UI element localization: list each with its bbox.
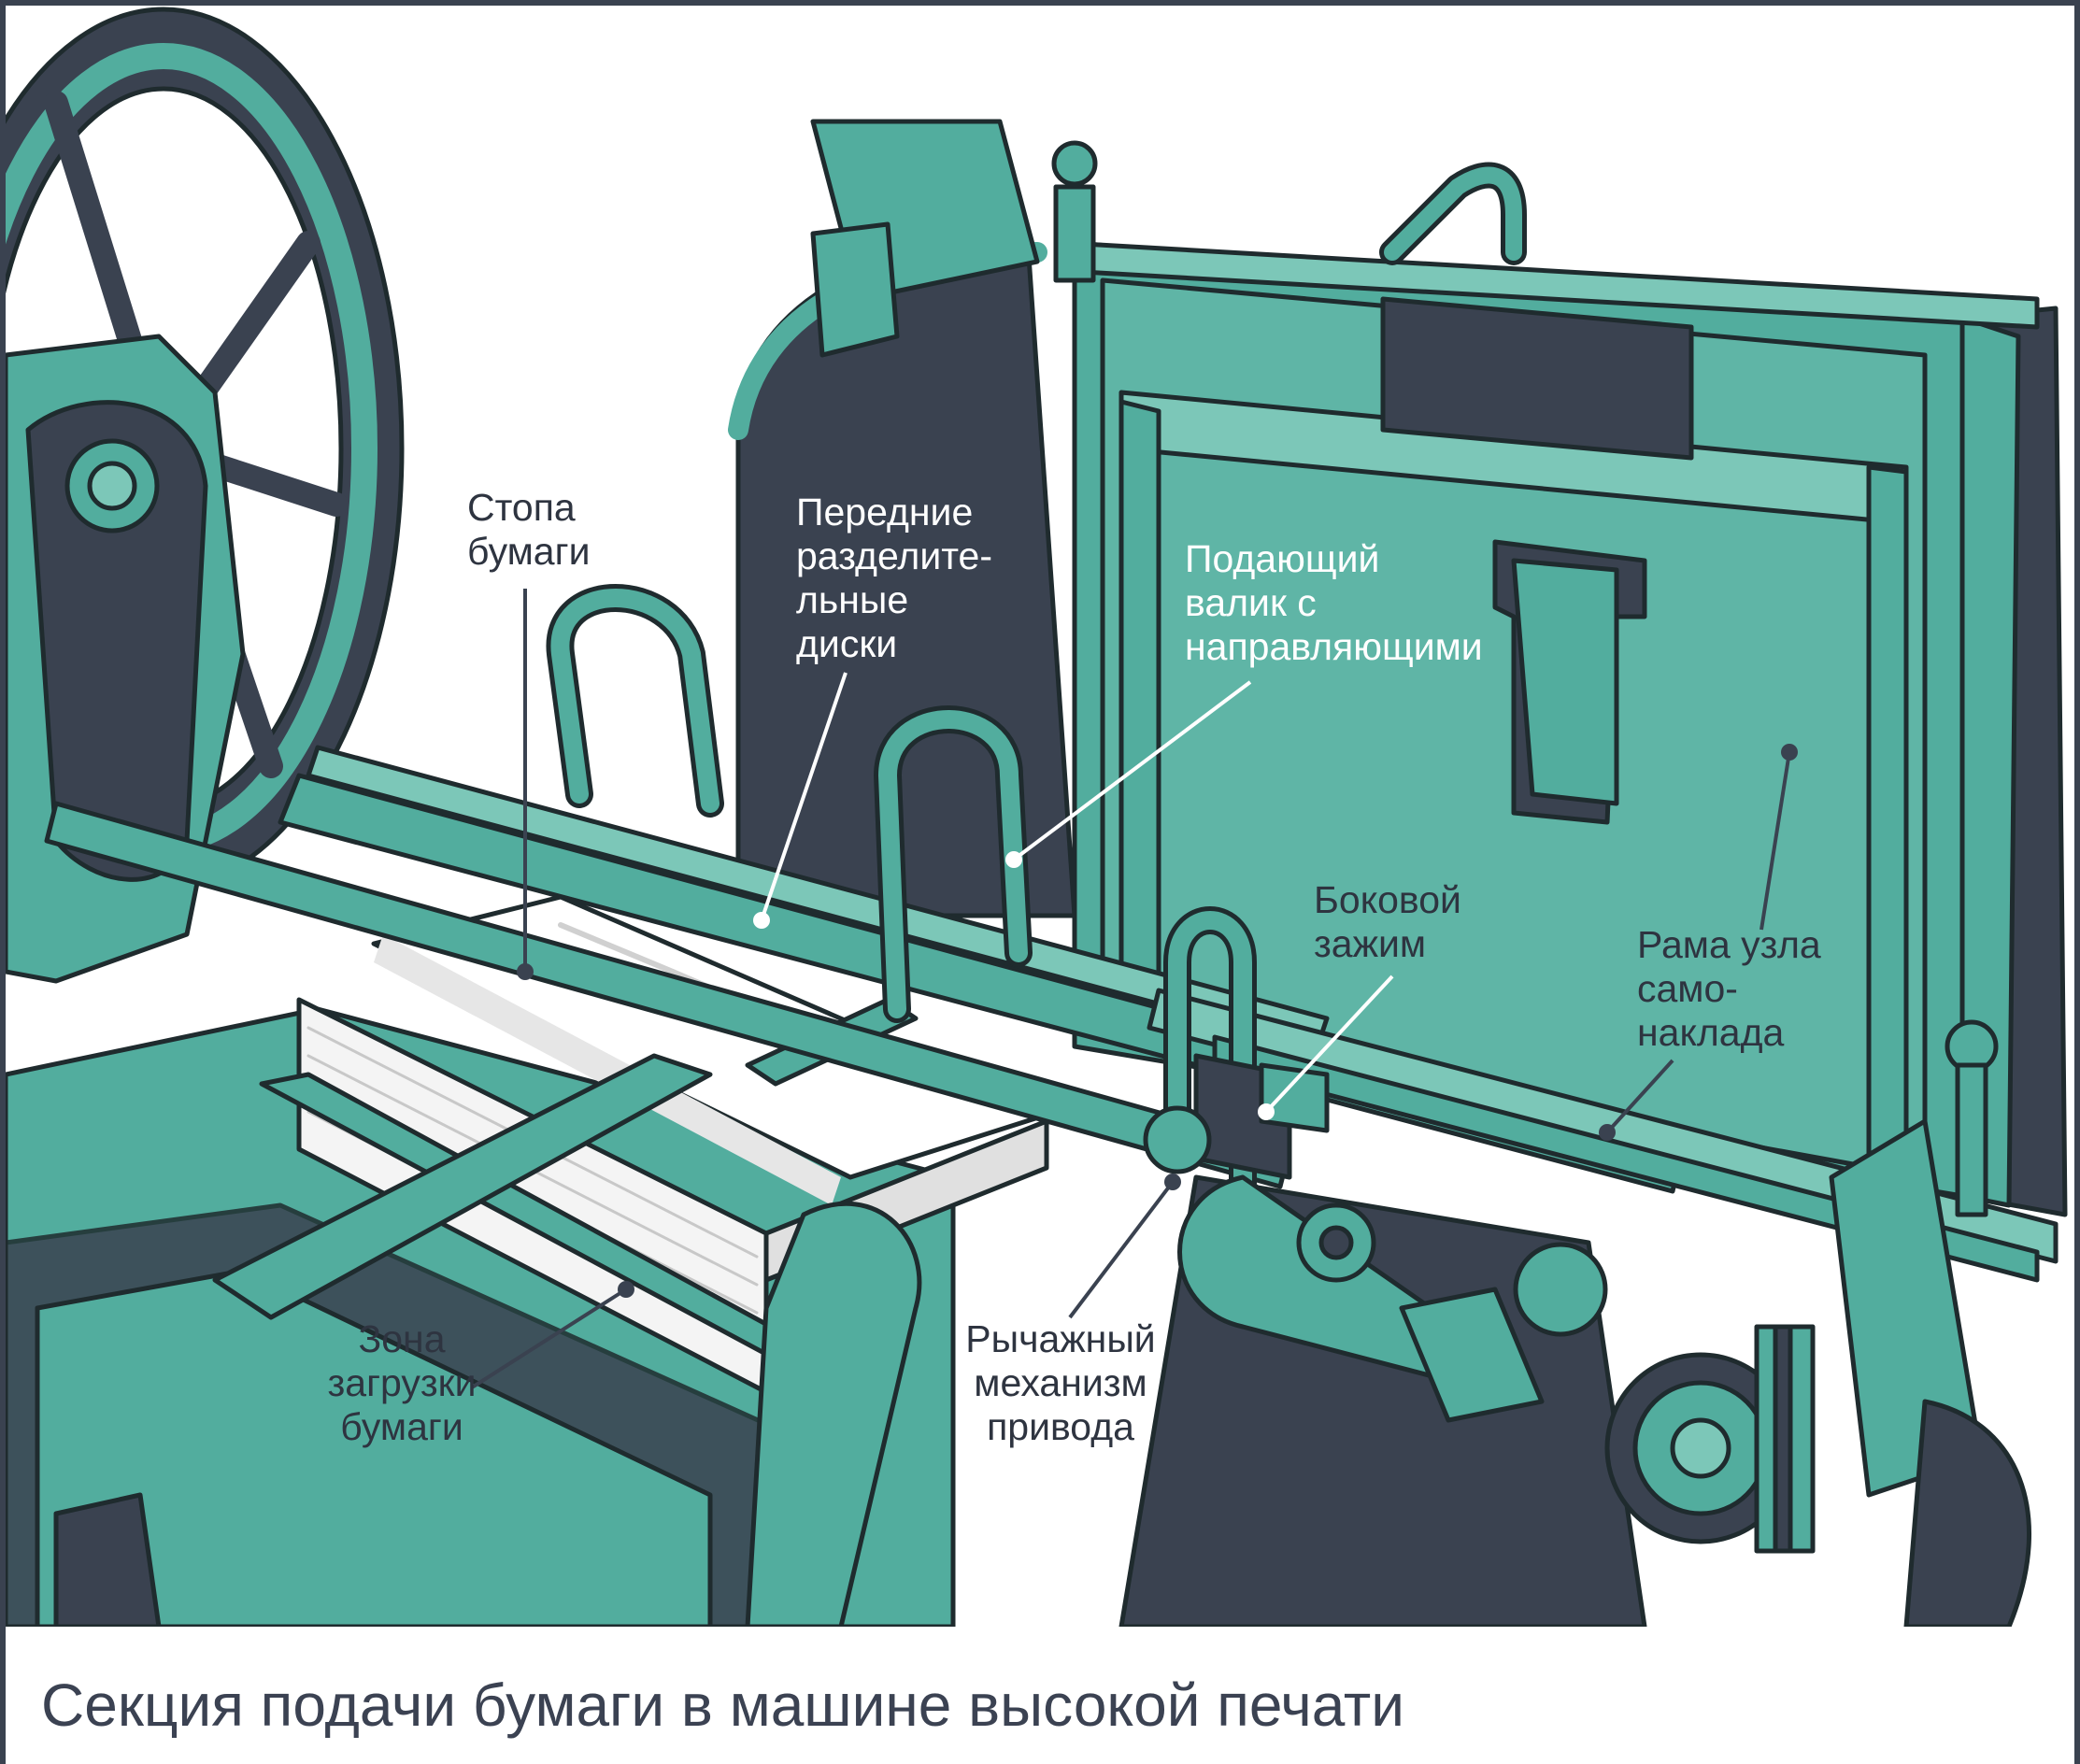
frame-border-right [2074,0,2080,1764]
label-lever-drive: Рычажный механизм привода [965,1317,1156,1448]
frame-border-left [0,0,6,1764]
label-side-clamp: Боковой зажим [1314,878,1461,965]
label-feed-roller: Подающий валик с направляющими [1185,537,1483,668]
loop-rods [546,162,1527,1266]
label-loading-zone: Зона загрузки бумаги [327,1317,477,1448]
leader-lines [470,589,1798,1389]
label-separator-discs: Передние разделите- льные диски [796,491,993,665]
figure-caption: Секция подачи бумаги в машине высокой пе… [41,1672,1404,1739]
frame-border-top [0,0,2080,6]
lever-drive [745,1019,2031,1627]
label-feeder-frame: Рама узла само- наклада [1637,923,1821,1054]
label-paper-stack: Стопа бумаги [467,486,591,573]
